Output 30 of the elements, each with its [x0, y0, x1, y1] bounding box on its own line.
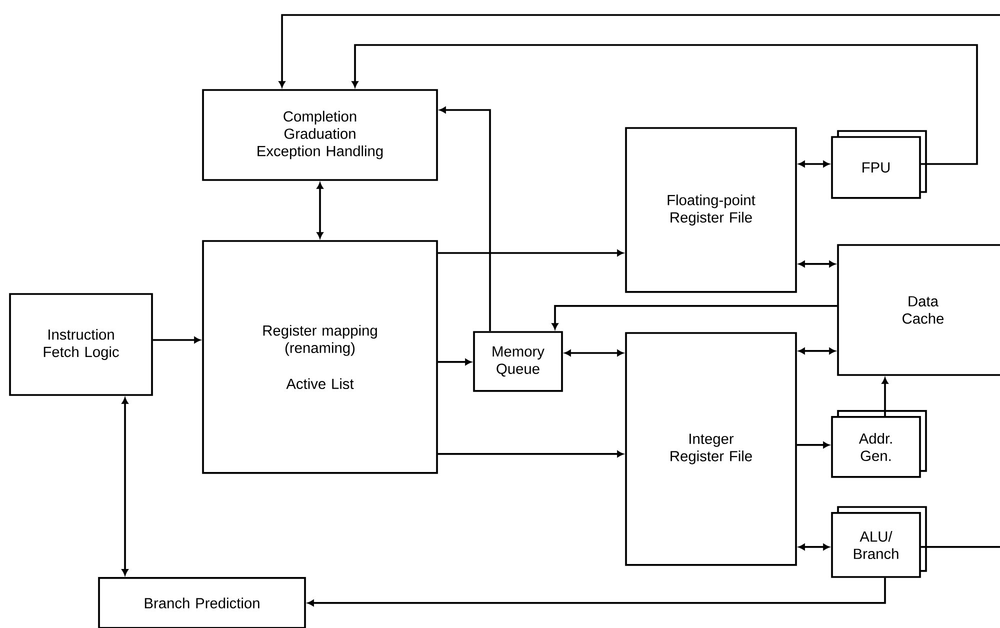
stacked-unit-box: Addr. Gen. — [831, 410, 927, 478]
arrow — [352, 44, 978, 165]
arrow — [438, 250, 624, 256]
arrow — [122, 398, 128, 576]
arrow — [882, 378, 888, 416]
arrow — [796, 442, 830, 448]
arrow — [564, 350, 624, 356]
arrow — [798, 544, 830, 550]
connector-line — [920, 546, 1000, 548]
unit-box: Floating-point Register File — [625, 127, 797, 293]
stacked-unit-box: ALU/ Branch — [831, 506, 927, 578]
unit-box: Register mapping (renaming) Active List — [202, 240, 438, 474]
unit-box: Completion Graduation Exception Handling — [202, 89, 438, 181]
arrow — [798, 260, 836, 268]
arrow — [552, 305, 838, 330]
arrow — [152, 336, 200, 344]
unit-box: Data Cache — [837, 244, 1000, 376]
unit-box: Memory Queue — [473, 331, 563, 392]
stacked-unit-box: FPU — [831, 130, 927, 199]
arrow — [438, 450, 624, 458]
arrow — [798, 160, 830, 168]
unit-box: Integer Register File — [625, 332, 797, 566]
arrow — [308, 578, 886, 606]
arrow — [798, 348, 836, 354]
arrow — [316, 182, 324, 238]
arrow — [278, 14, 1000, 88]
arrow — [438, 358, 472, 366]
unit-box: Branch Prediction — [98, 577, 306, 628]
unit-box: Instruction Fetch Logic — [9, 293, 153, 396]
arrow — [440, 106, 491, 332]
